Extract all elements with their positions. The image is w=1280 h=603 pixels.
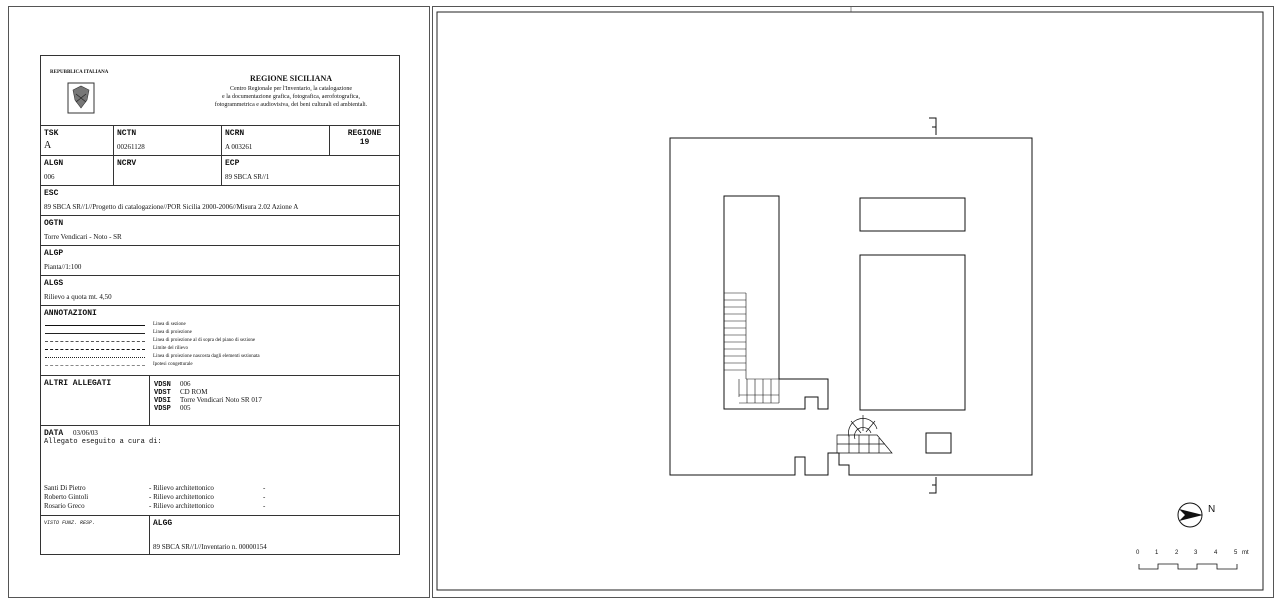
room-top-right [859, 197, 966, 232]
region-title: REGIONE SICILIANA [249, 74, 333, 83]
coat-of-arms-icon [67, 82, 95, 114]
field-algg: ALGG 89 SBCA SR//1//Inventario n. 000001… [149, 516, 399, 554]
floor-plan [436, 7, 1264, 591]
visto-label: VISTO FUNZ. RESP. [44, 520, 96, 526]
drawing-sheet: N 0 1 2 3 4 5 mt [432, 6, 1274, 598]
staircase [724, 292, 780, 404]
row-data: DATA 03/06/03 Allegato eseguito a cura d… [41, 426, 399, 516]
republic-label: REPUBBLICA ITALIANA [50, 70, 109, 75]
room-left [723, 195, 829, 410]
section-marker-bottom [929, 477, 937, 494]
legend-line-above [45, 341, 145, 342]
row-algn: ALGN 006 NCRV ECP 89 SBCA SR//1 [41, 156, 399, 186]
esc-value: 89 SBCA SR//1//Progetto di catalogazione… [44, 203, 299, 211]
catalogue-sheet: REPUBBLICA ITALIANA REGIONE SICILIANA Ce… [8, 6, 430, 598]
field-algn: ALGN 006 [44, 159, 64, 181]
ogtn-value: Torre Vendicari - Noto - SR [44, 233, 122, 241]
legend-line-hidden [45, 357, 145, 358]
north-label: N [1208, 504, 1216, 515]
region-subtitle: Centro Regionale per l'Inventario, la ca… [214, 86, 368, 108]
data-date: 03/06/03 [73, 429, 98, 437]
row-esc: ESC 89 SBCA SR//1//Progetto di catalogaz… [41, 186, 399, 216]
scale-unit: mt [1242, 550, 1249, 556]
legend-line-projection [45, 333, 145, 334]
field-tsk: TSK A [44, 129, 59, 151]
outer-wall [669, 137, 1033, 476]
section-marker-top [929, 117, 937, 135]
algp-value: Pianta//1:100 [44, 263, 82, 271]
row-tsk: TSK A NCTN 00261128 NCRN A 003261 REGION… [41, 126, 399, 156]
spiral-stair [836, 415, 893, 454]
scale-bar [1138, 563, 1238, 570]
catalogue-card: REPUBBLICA ITALIANA REGIONE SICILIANA Ce… [40, 55, 400, 555]
field-ncrn: NCRN A 003261 [221, 126, 329, 155]
row-ogtn: OGTN Torre Vendicari - Noto - SR [41, 216, 399, 246]
row-algs: ALGS Rilievo a quota mt. 4,50 [41, 276, 399, 306]
field-ncrv: NCRV [113, 156, 221, 185]
row-algp: ALGP Pianta//1:100 [41, 246, 399, 276]
eseguito-label: Allegato eseguito a cura di: [44, 438, 162, 446]
legend-line-limit [45, 349, 145, 350]
legend-line-conjectural [45, 365, 145, 366]
algs-value: Rilievo a quota mt. 4,50 [44, 293, 112, 301]
field-ecp: ECP 89 SBCA SR//1 [221, 156, 399, 185]
row-annotazioni: ANNOTAZIONI Linea di sezione Linea di pr… [41, 306, 399, 376]
field-nctn: NCTN 00261128 [113, 126, 221, 155]
drawing-frame [436, 11, 1264, 591]
row-footer: VISTO FUNZ. RESP. ALGG 89 SBCA SR//1//In… [41, 516, 399, 554]
legend-line-section [45, 325, 145, 326]
card-header: REPUBBLICA ITALIANA REGIONE SICILIANA Ce… [41, 56, 399, 126]
north-compass-icon [1177, 502, 1203, 528]
room-small [925, 432, 952, 454]
field-regione: REGIONE 19 [329, 126, 399, 155]
room-right [859, 254, 966, 411]
